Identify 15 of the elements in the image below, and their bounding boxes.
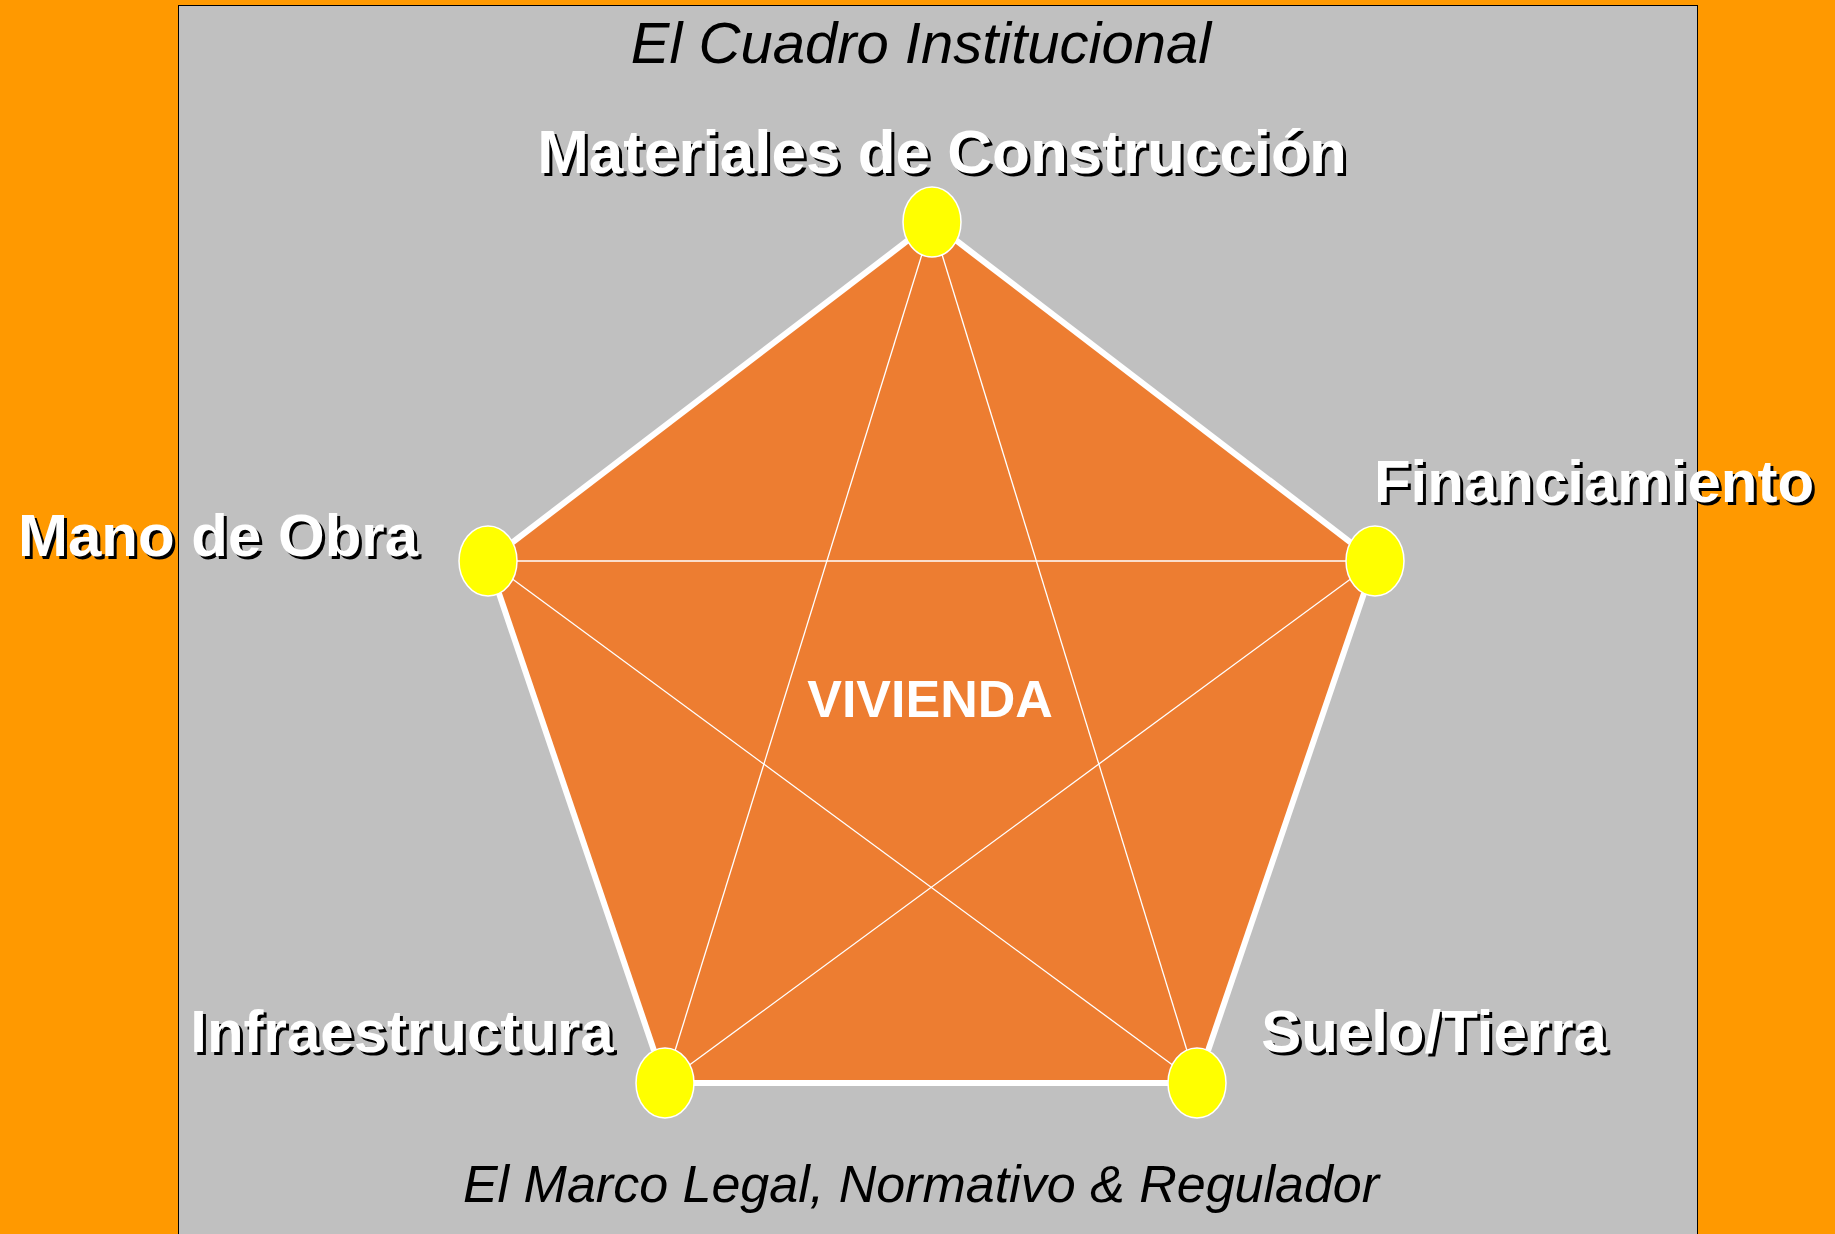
node-label: Materiales de Construcción <box>537 121 1347 183</box>
pentagon-side-line <box>510 238 910 545</box>
pentagon-side-line <box>954 238 1353 545</box>
connector-line <box>689 578 1351 1066</box>
node-label: Suelo/Tierra <box>1261 1002 1607 1062</box>
connector-line <box>512 578 1173 1066</box>
node-label: Mano de Obra <box>17 506 419 566</box>
node-label: Infraestructura <box>190 1002 614 1062</box>
center-label: VIVIENDA <box>807 673 1053 725</box>
pentagon-side-line <box>694 1080 1168 1086</box>
diagram-title: El Cuadro Institucional <box>630 14 1212 72</box>
pentagon-side-line <box>496 592 657 1052</box>
connector-line <box>674 254 923 1051</box>
connector-line <box>941 254 1188 1051</box>
pentagon-side-line <box>1205 592 1367 1052</box>
